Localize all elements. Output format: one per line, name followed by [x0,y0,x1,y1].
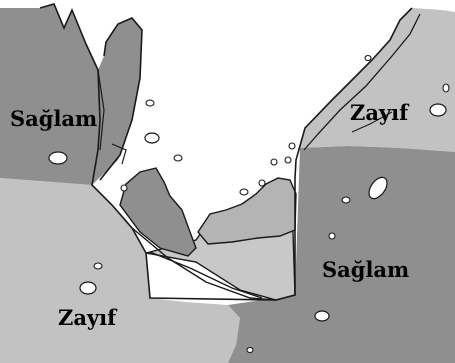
right-weak-rock-zone [300,8,455,152]
collapsed-block-middle [198,178,296,244]
rock-fragment [443,84,449,92]
label-upper-right: Zayıf [350,100,410,125]
rock-fragment [271,159,277,165]
rock-fragment [315,311,329,321]
rock-fragment [259,180,265,186]
rock-fragment [365,56,371,61]
rock-fragment [145,133,159,143]
rock-fragment [342,197,350,203]
rock-fragment [94,263,102,269]
rock-fragment [247,348,253,353]
label-lower-right: Sağlam [322,257,409,282]
rock-fragment [240,189,248,195]
rock-fragment [80,282,96,294]
label-upper-left: Sağlam [10,106,97,131]
left-strong-rock-zone [0,4,142,185]
rock-fragment [49,152,67,164]
rock-fragment [329,233,335,239]
rock-fragment [121,185,127,191]
rock-fragment [289,143,295,149]
rock-fragment [174,155,182,161]
label-lower-left: Zayıf [58,305,118,330]
rock-fragment [430,104,446,116]
rock-fragment [146,100,154,106]
rock-fragment [285,157,291,163]
